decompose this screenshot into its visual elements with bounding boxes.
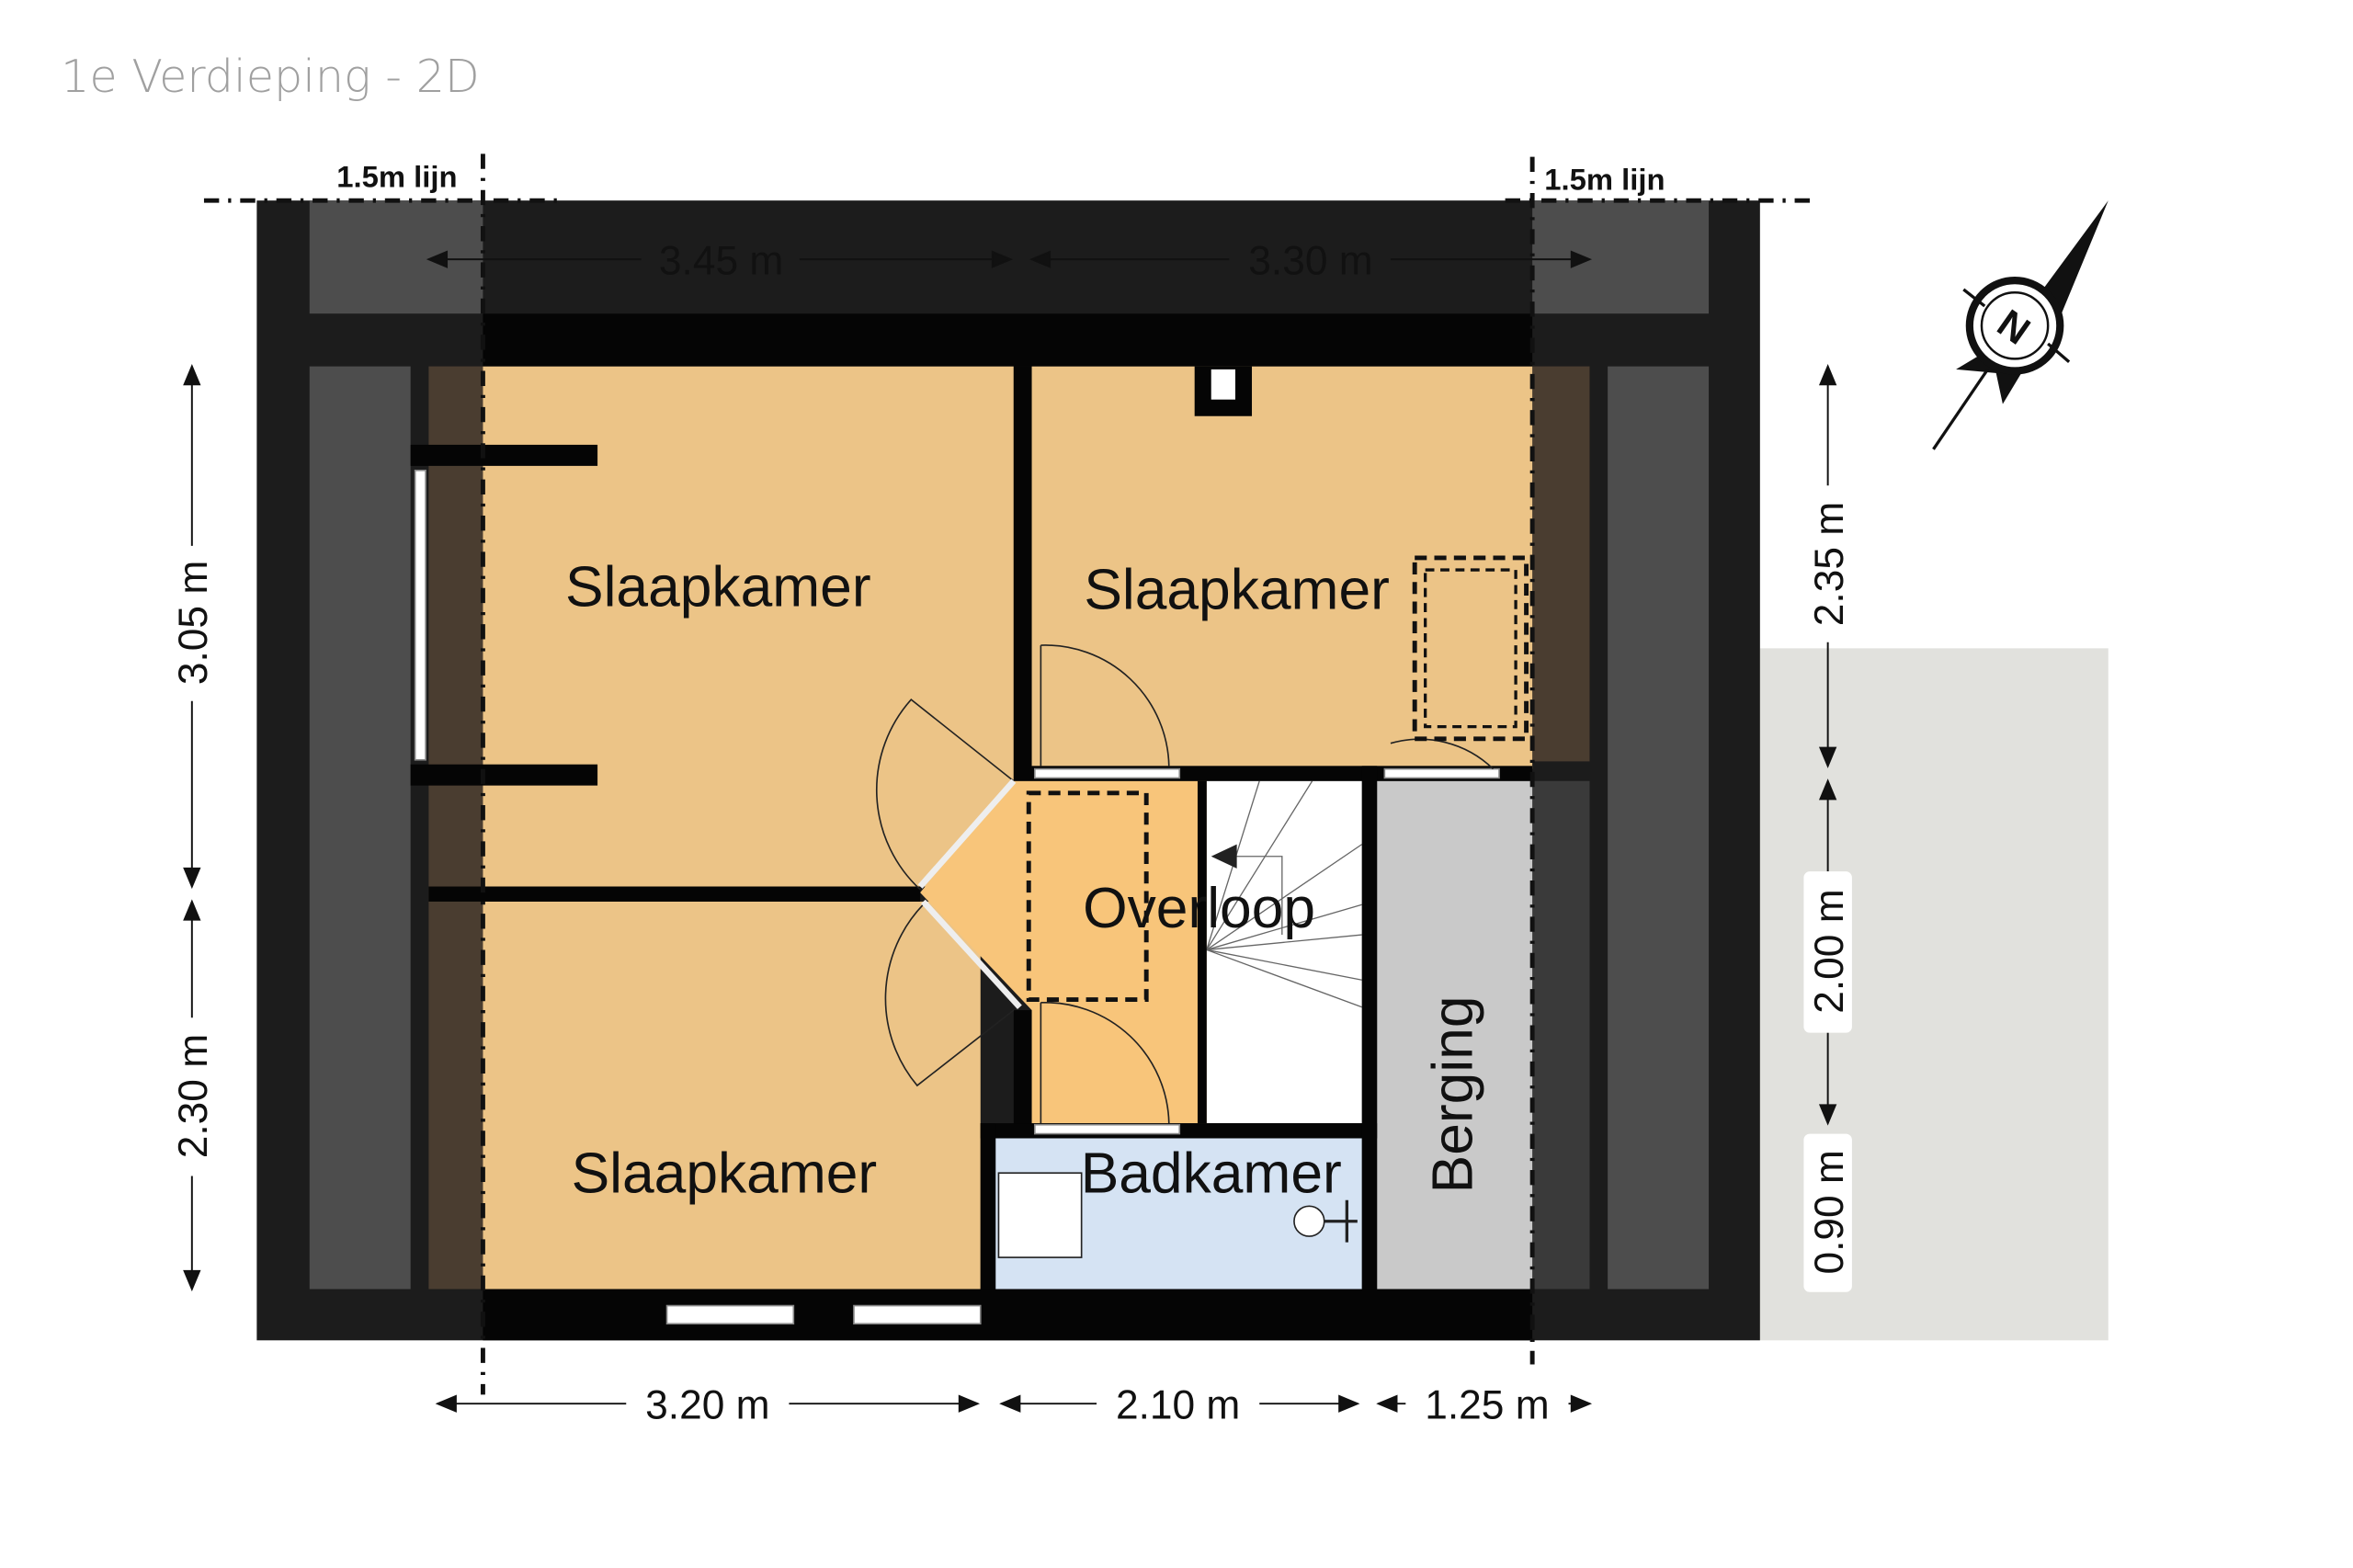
room-slaapkamer-1 (483, 366, 1014, 887)
stair-arrow-icon (1211, 844, 1237, 869)
lijn-label-left: 1.5m lijn (336, 159, 457, 193)
dim-left-top: 3.05 m (171, 561, 216, 685)
stair-lines (1206, 780, 1363, 1008)
boundary-lines (203, 153, 1818, 1395)
dim-right-top: 2.35 m (1807, 502, 1852, 626)
washbasin-cabinet (997, 1172, 1083, 1258)
dim-label-bg (1803, 1133, 1852, 1292)
room-slaapkamer-2 (1031, 366, 1533, 769)
chimney (1211, 369, 1235, 400)
dim-right-mid: 2.00 m (1807, 889, 1852, 1013)
label-berging: Berging (1422, 995, 1485, 1193)
windows (414, 469, 1500, 1325)
room-overloop (920, 780, 1207, 1124)
label-slaapkamer-1: Slaapkamer (565, 555, 871, 619)
dim-top-left: 3.45 m (659, 239, 783, 284)
dimension-lines (183, 250, 1837, 1413)
stairs (1206, 780, 1362, 1124)
dim-right-bottom: 0.90 m (1807, 1150, 1852, 1274)
dim-bottom-left: 3.20 m (645, 1383, 769, 1428)
room-berging (1377, 780, 1533, 1290)
shower-head-icon (1293, 1205, 1325, 1237)
roof-window (1412, 555, 1529, 742)
label-slaapkamer-2: Slaapkamer (1084, 559, 1390, 622)
north-arrow-icon: N (1932, 200, 2109, 450)
dim-bottom-right: 1.25 m (1425, 1383, 1549, 1428)
room-slaapkamer-3 (483, 901, 981, 1290)
dim-bottom-mid: 2.10 m (1116, 1383, 1240, 1428)
label-slaapkamer-3: Slaapkamer (572, 1142, 878, 1206)
dim-label-bg (1803, 871, 1852, 1033)
lijn-label-right: 1.5m lijn (1544, 163, 1665, 197)
attic-hatch (1026, 790, 1149, 1003)
shower-tap-icon (1324, 1199, 1358, 1243)
dim-left-bottom: 2.30 m (171, 1034, 216, 1158)
label-overloop: Overloop (1083, 877, 1315, 940)
page-title: 1e Verdieping - 2D (61, 50, 480, 103)
doors (875, 644, 1495, 1124)
dim-top-right: 3.30 m (1248, 239, 1372, 284)
label-badkamer: Badkamer (1081, 1142, 1342, 1206)
